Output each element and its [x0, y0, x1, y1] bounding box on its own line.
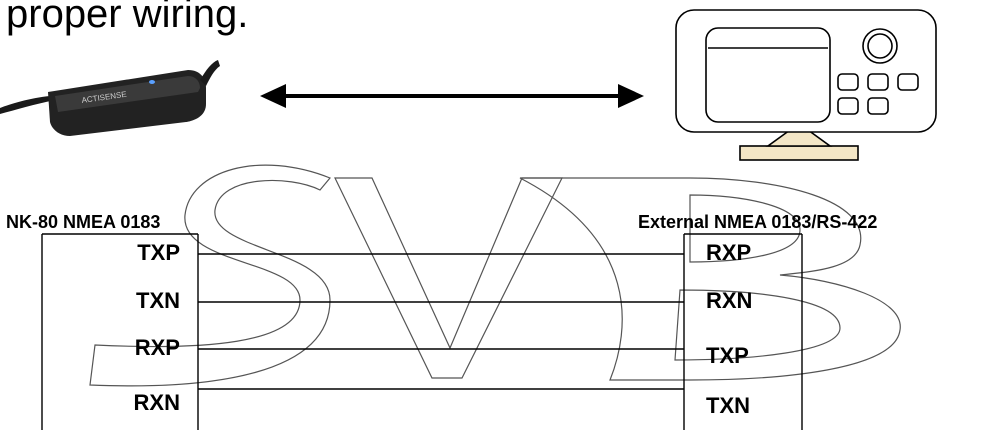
- watermark-letter-v: [334, 177, 563, 379]
- monitor-stand-base: [739, 145, 859, 161]
- right-pin-label: RXP: [706, 240, 752, 265]
- left-pin-label: TXP: [137, 240, 180, 265]
- monitor-key: [867, 97, 889, 115]
- right-pin-label: RXN: [706, 288, 753, 313]
- watermark-letter-s: [89, 164, 331, 387]
- right-pin-label: TXN: [706, 393, 750, 418]
- left-pin-label: TXN: [136, 288, 180, 313]
- monitor-key: [897, 73, 919, 91]
- monitor-key: [867, 73, 889, 91]
- heading-text: proper wiring.: [6, 0, 249, 36]
- nk80-adapter-icon: ACTISENSE: [0, 60, 220, 136]
- left-device-label: NK-80 NMEA 0183: [6, 212, 161, 232]
- monitor-screen: [705, 27, 831, 123]
- monitor-knob-inner: [867, 33, 893, 59]
- left-pin-label: RXP: [134, 335, 180, 360]
- right-connector-box: [683, 233, 803, 430]
- monitor-key: [837, 73, 859, 91]
- monitor-key: [837, 97, 859, 115]
- chartplotter-monitor-icon: [675, 9, 937, 161]
- watermark-logo: [89, 164, 901, 387]
- right-device-label: External NMEA 0183/RS-422: [638, 212, 878, 232]
- double-headed-arrow-icon: [260, 84, 644, 108]
- watermark-letter-b: [519, 177, 901, 381]
- left-connector-box: [41, 233, 199, 430]
- wires: [198, 253, 684, 390]
- right-pin-label: TXP: [706, 343, 749, 368]
- left-pin-label: RXN: [133, 390, 180, 415]
